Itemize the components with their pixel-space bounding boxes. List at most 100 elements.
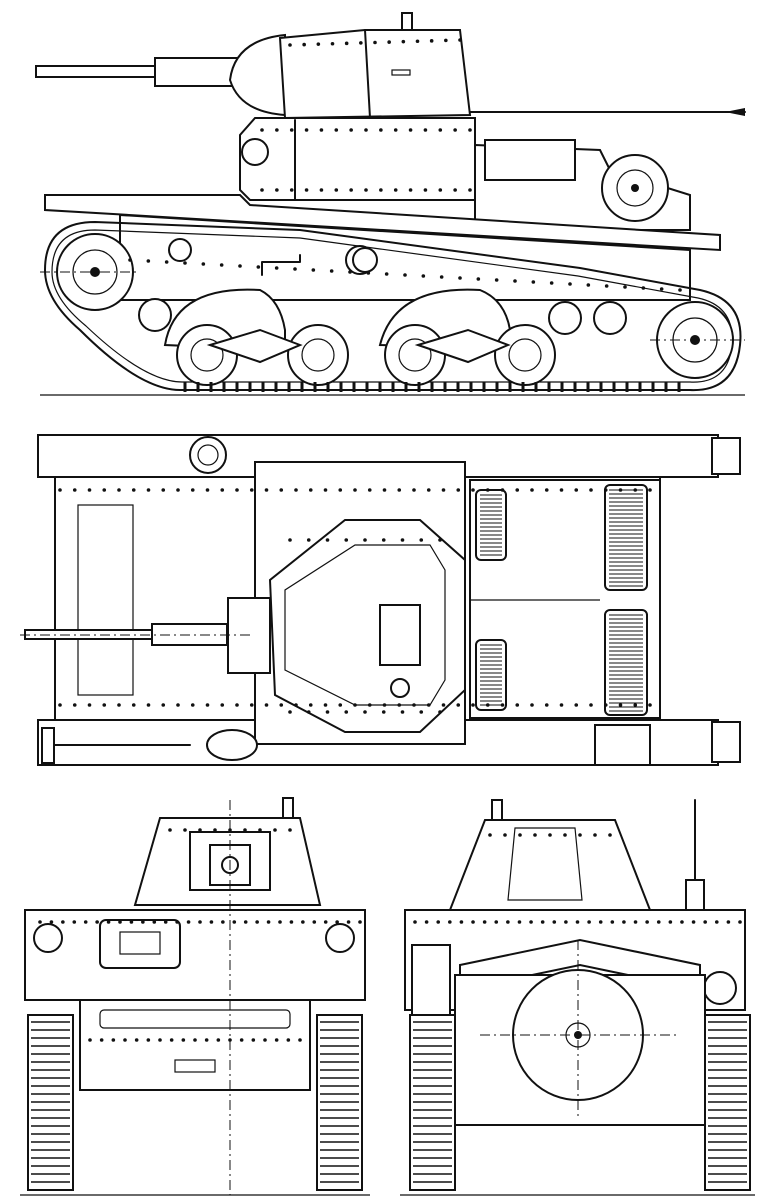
rivet: [353, 703, 357, 707]
hull-fitting: [352, 247, 378, 273]
rivet: [373, 40, 377, 45]
track-loop: [44, 221, 742, 392]
rivet: [308, 703, 313, 707]
rivet: [243, 828, 247, 832]
rivet: [288, 710, 292, 714]
rivet: [198, 828, 202, 832]
track-inner: [51, 229, 733, 383]
rivet: [438, 710, 442, 714]
rivet: [235, 703, 239, 707]
headlight-top: [189, 436, 227, 474]
rivet: [703, 920, 707, 924]
turret-hatch: [379, 604, 421, 666]
rivet: [129, 920, 134, 924]
rivet: [325, 538, 330, 542]
rivet: [72, 703, 77, 707]
rivet: [256, 265, 261, 269]
rivet: [714, 920, 719, 924]
rivet: [575, 920, 580, 924]
rivet: [426, 488, 431, 492]
rivet: [152, 920, 157, 924]
rivet: [338, 703, 343, 707]
rivet: [288, 538, 292, 542]
rivet: [294, 703, 298, 707]
rivet: [423, 188, 428, 192]
turret-front-dome: [228, 33, 286, 117]
rivet: [83, 920, 88, 924]
rivet: [181, 1038, 186, 1042]
rivet: [544, 488, 549, 492]
rivet: [289, 920, 294, 924]
rivet: [587, 920, 591, 924]
rivet: [413, 920, 417, 924]
rivet: [198, 920, 202, 924]
rivet: [668, 920, 673, 924]
rivet: [131, 488, 136, 492]
rivet: [288, 828, 292, 832]
rivet: [424, 920, 429, 924]
rivet: [348, 270, 352, 274]
superstructure: [239, 117, 476, 201]
rivet: [304, 188, 309, 192]
rivet: [603, 488, 608, 492]
rivet: [738, 920, 742, 924]
rivet: [183, 828, 187, 832]
rivet: [382, 488, 387, 492]
rivet: [421, 274, 426, 278]
rivet: [205, 488, 210, 492]
rivet: [219, 263, 224, 267]
gun-barrel: [35, 65, 167, 78]
rivet: [161, 703, 166, 707]
exhaust-left: [711, 437, 741, 475]
rivet: [304, 128, 309, 132]
rivet: [175, 920, 179, 924]
rivet: [544, 703, 549, 707]
rear-turret-hatch: [507, 827, 583, 901]
rivet: [488, 833, 492, 837]
rear-view: [400, 799, 755, 1196]
rivet: [436, 920, 441, 924]
rivet: [471, 703, 475, 707]
rivet: [397, 703, 402, 707]
antenna-tip: [725, 108, 745, 116]
rivet: [301, 920, 305, 924]
rivet: [515, 488, 520, 492]
rivet: [468, 128, 472, 132]
rivet: [190, 703, 195, 707]
rivet: [260, 128, 264, 132]
rivet: [117, 488, 121, 492]
rivet: [648, 488, 652, 492]
rivet: [456, 703, 461, 707]
driver-visor: [99, 919, 181, 969]
road-wheel: [176, 324, 238, 386]
rivet: [146, 1038, 151, 1042]
rivet: [99, 1038, 104, 1042]
road-wheel: [384, 324, 446, 386]
rivet: [426, 703, 431, 707]
rivet: [419, 710, 424, 714]
rivet: [397, 488, 402, 492]
rivet: [608, 833, 612, 837]
rivet: [264, 703, 269, 707]
rivet: [530, 703, 534, 707]
rivet: [574, 488, 579, 492]
rivet: [691, 920, 696, 924]
rivet: [471, 488, 475, 492]
rivet: [213, 828, 217, 832]
rivet: [364, 128, 368, 132]
rivet: [330, 41, 335, 46]
rivet: [316, 42, 321, 46]
rivet: [419, 538, 424, 542]
rivet: [453, 188, 457, 192]
rivet: [306, 538, 311, 542]
turret-top: [268, 519, 466, 733]
rivet: [169, 1038, 174, 1042]
rivet: [367, 703, 372, 707]
rivet: [338, 488, 343, 492]
rivet: [438, 128, 443, 132]
rivet: [278, 920, 282, 924]
rivet: [358, 920, 362, 924]
rear-periscope: [491, 799, 503, 821]
rivet: [141, 920, 145, 924]
